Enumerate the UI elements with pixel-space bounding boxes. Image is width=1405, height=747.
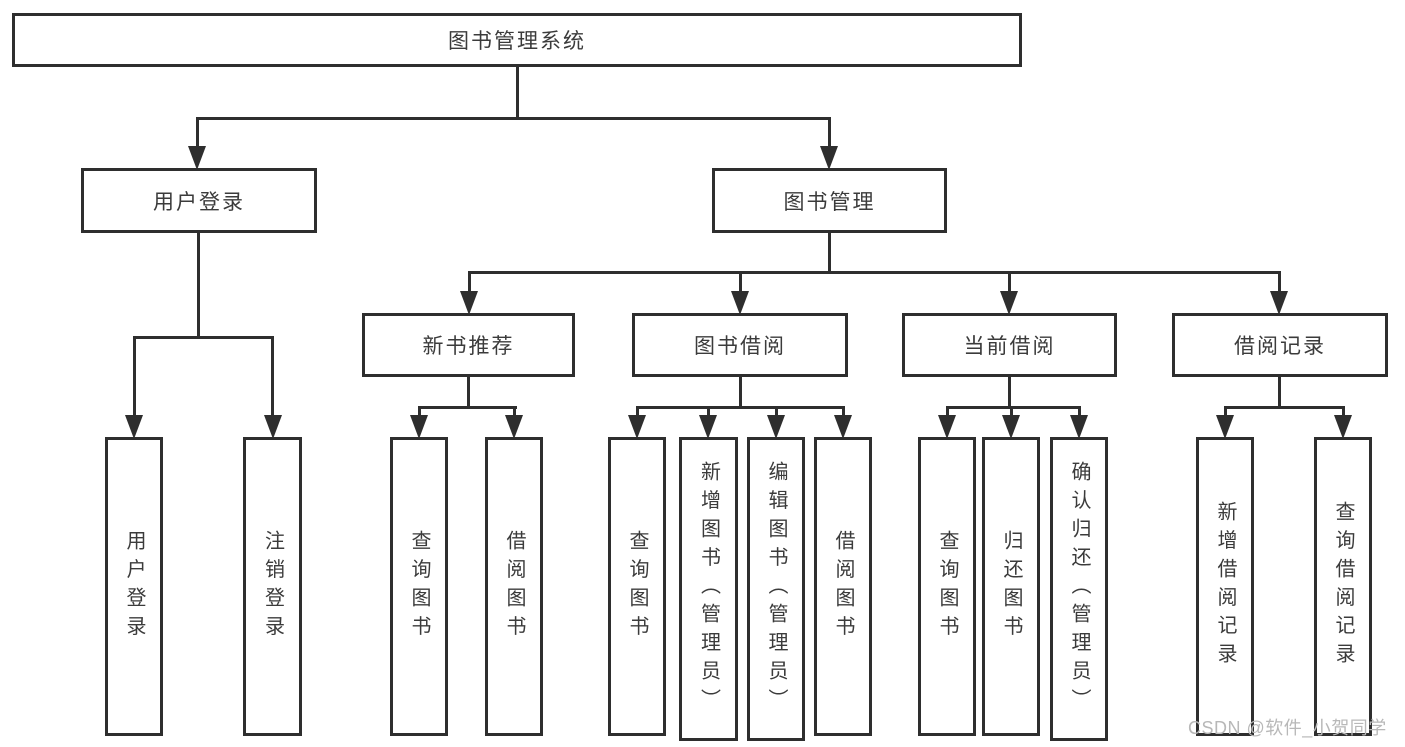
connector-line — [1278, 271, 1281, 293]
connector-line — [418, 406, 421, 418]
leaf-label: 注销登录 — [261, 529, 284, 644]
connector-current-borrow-stem — [1008, 377, 1011, 408]
leaf-edit-book-admin: 编辑图书（管理员） — [747, 437, 805, 741]
connector-line — [468, 271, 471, 293]
connector-borrow-records-stem — [1278, 377, 1281, 408]
connector-arrowhead — [125, 415, 143, 439]
connector-line — [1008, 271, 1011, 293]
connector-arrowhead — [1002, 415, 1020, 439]
connector-line — [1342, 406, 1345, 418]
node-label: 图书管理 — [783, 190, 876, 214]
connector-book-management-stem — [828, 233, 831, 273]
node-label: 用户登录 — [153, 190, 245, 214]
connector-line — [271, 336, 274, 416]
leaf-user-login: 用户登录 — [105, 437, 163, 736]
connector-level3-rail — [468, 271, 1280, 274]
connector-line — [775, 406, 778, 418]
connector-arrowhead — [188, 146, 206, 170]
leaf-query-borrow-record: 查询借阅记录 — [1314, 437, 1372, 736]
connector-line — [196, 117, 199, 147]
connector-line — [946, 406, 949, 418]
leaf-label: 确认归还（管理员） — [1068, 461, 1090, 717]
connector-line — [636, 406, 639, 418]
leaf-confirm-return-admin: 确认归还（管理员） — [1050, 437, 1108, 741]
connector-arrowhead — [1216, 415, 1234, 439]
connector-arrowhead — [1000, 291, 1018, 315]
connector-arrowhead — [820, 146, 838, 170]
node-user-login: 用户登录 — [81, 168, 317, 233]
node-new-book-recommend: 新书推荐 — [362, 313, 575, 377]
connector-current-borrow-rail — [946, 406, 1081, 409]
connector-line — [133, 336, 136, 416]
node-book-borrow: 图书借阅 — [632, 313, 848, 377]
connector-arrowhead — [699, 415, 717, 439]
connector-arrowhead — [505, 415, 523, 439]
connector-line — [739, 271, 742, 293]
leaf-label: 查询借阅记录 — [1332, 501, 1354, 672]
connector-book-borrow-stem — [739, 377, 742, 408]
node-borrow-records: 借阅记录 — [1172, 313, 1388, 377]
connector-arrowhead — [410, 415, 428, 439]
node-book-management: 图书管理 — [712, 168, 947, 233]
node-root-label: 图书管理系统 — [448, 30, 586, 53]
leaf-add-borrow-record: 新增借阅记录 — [1196, 437, 1254, 736]
connector-arrowhead — [731, 291, 749, 315]
node-label: 当前借阅 — [963, 335, 1056, 358]
leaf-label: 借阅图书 — [503, 529, 525, 644]
connector-book-borrow-rail — [636, 406, 845, 409]
leaf-label: 查询图书 — [936, 529, 958, 644]
leaf-label: 归还图书 — [1000, 529, 1022, 644]
connector-line — [1224, 406, 1227, 418]
node-label: 借阅记录 — [1234, 335, 1326, 358]
leaf-borrow-books: 借阅图书 — [814, 437, 872, 736]
watermark: CSDN @软件_小贺同学 — [1188, 718, 1387, 738]
leaf-query-books-borrow: 查询图书 — [608, 437, 666, 736]
connector-arrowhead — [264, 415, 282, 439]
connector-arrowhead — [834, 415, 852, 439]
node-label: 新书推荐 — [422, 335, 515, 358]
leaf-label: 借阅图书 — [832, 529, 854, 644]
connector-arrowhead — [767, 415, 785, 439]
leaf-add-book-admin: 新增图书（管理员） — [679, 437, 738, 741]
leaf-label: 新增图书（管理员） — [697, 461, 720, 717]
connector-borrow-records-rail — [1224, 406, 1345, 409]
leaf-query-books-recommend: 查询图书 — [390, 437, 448, 736]
node-current-borrow: 当前借阅 — [902, 313, 1117, 377]
connector-user-login-rail — [133, 336, 274, 339]
connector-line — [1078, 406, 1081, 418]
connector-level2-rail — [196, 117, 831, 120]
leaf-query-books-current: 查询图书 — [918, 437, 976, 736]
connector-line — [513, 406, 516, 418]
node-root: 图书管理系统 — [12, 13, 1022, 67]
connector-arrowhead — [1334, 415, 1352, 439]
leaf-return-book: 归还图书 — [982, 437, 1040, 736]
leaf-label: 查询图书 — [626, 529, 648, 644]
connector-arrowhead — [938, 415, 956, 439]
connector-line — [842, 406, 845, 418]
connector-new-book-rail — [418, 406, 517, 409]
connector-user-login-stem — [197, 233, 200, 338]
connector-arrowhead — [1270, 291, 1288, 315]
leaf-label: 用户登录 — [123, 529, 145, 644]
connector-line — [707, 406, 710, 418]
node-label: 图书借阅 — [694, 335, 786, 358]
leaf-borrow-books-recommend: 借阅图书 — [485, 437, 543, 736]
connector-new-book-stem — [467, 377, 470, 408]
connector-line — [1010, 406, 1013, 418]
leaf-label: 编辑图书（管理员） — [765, 461, 787, 717]
connector-arrowhead — [1070, 415, 1088, 439]
connector-root-stem — [516, 67, 519, 119]
connector-arrowhead — [460, 291, 478, 315]
connector-arrowhead — [628, 415, 646, 439]
leaf-logout: 注销登录 — [243, 437, 302, 736]
leaf-label: 新增借阅记录 — [1214, 501, 1236, 672]
connector-line — [828, 117, 831, 147]
leaf-label: 查询图书 — [408, 529, 430, 644]
